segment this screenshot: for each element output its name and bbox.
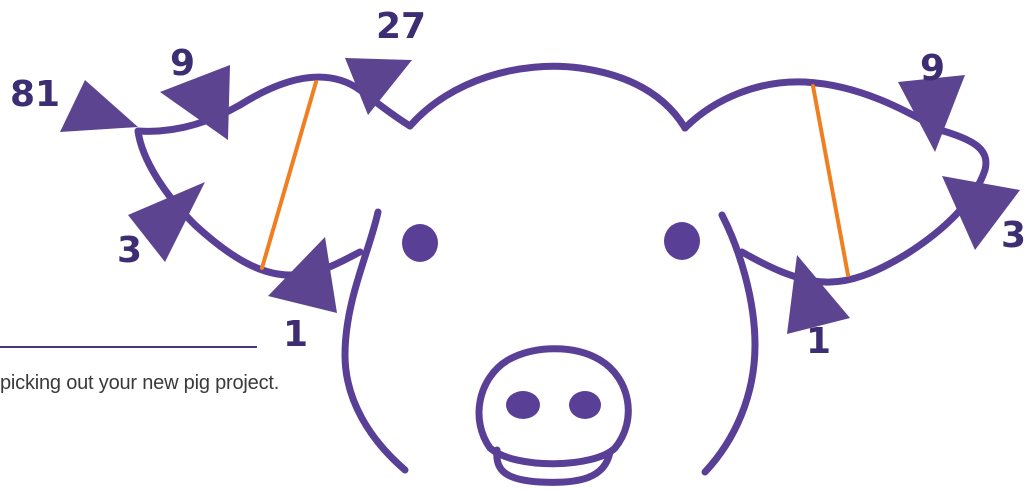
label-81: 81	[10, 74, 60, 115]
left-eye	[402, 224, 438, 262]
right-ear-measure-line	[813, 86, 848, 275]
right-eye	[664, 222, 700, 260]
head-top-outline	[410, 66, 685, 128]
label-right-9: 9	[920, 48, 945, 89]
label-right-3: 3	[1001, 215, 1026, 256]
label-27: 27	[376, 6, 426, 47]
label-left-9: 9	[170, 43, 195, 84]
right-nostril	[569, 391, 601, 419]
label-left-3: 3	[117, 230, 142, 271]
snout-outline	[479, 349, 628, 464]
label-left-1: 1	[283, 314, 308, 355]
arrow-left-ear-corner	[60, 80, 138, 132]
left-ear-measure-line	[262, 82, 316, 268]
left-nostril	[506, 391, 540, 419]
label-right-1: 1	[806, 321, 831, 362]
left-cheek-outline	[345, 212, 405, 470]
pig-outline	[138, 66, 986, 482]
